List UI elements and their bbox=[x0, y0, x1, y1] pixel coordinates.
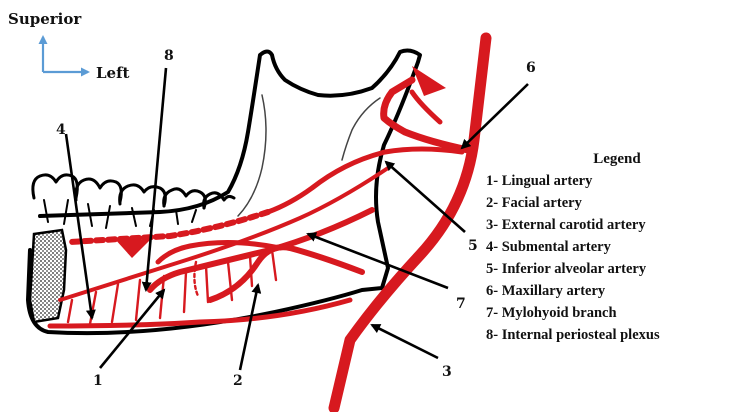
label-3: 3 bbox=[442, 364, 452, 380]
pointer-3 bbox=[372, 325, 438, 358]
legend-title: Legend bbox=[486, 148, 736, 170]
orientation-indicator: Superior Left bbox=[8, 10, 130, 82]
label-4: 4 bbox=[56, 122, 66, 138]
superior-label: Superior bbox=[8, 10, 82, 28]
mylohyoid-branch bbox=[60, 168, 388, 300]
arteries bbox=[50, 38, 486, 408]
legend-item-internal-periosteal-plexus: 8- Internal periosteal plexus bbox=[486, 324, 736, 346]
label-2: 2 bbox=[233, 373, 243, 389]
label-5: 5 bbox=[468, 238, 478, 254]
legend: Legend 1- Lingual artery 2- Facial arter… bbox=[486, 148, 736, 346]
mylohyoid-branch-arrowhead bbox=[114, 238, 150, 258]
label-1: 1 bbox=[93, 373, 103, 389]
left-label: Left bbox=[96, 64, 130, 82]
legend-item-lingual-artery: 1- Lingual artery bbox=[486, 170, 736, 192]
label-6: 6 bbox=[526, 60, 536, 76]
legend-item-maxillary-artery: 6- Maxillary artery bbox=[486, 280, 736, 302]
facial-artery bbox=[210, 247, 362, 300]
maxillary-artery-tip bbox=[412, 66, 446, 96]
label-7: 7 bbox=[456, 296, 466, 312]
maxillary-branch bbox=[412, 92, 440, 122]
legend-item-inferior-alveolar-artery: 5- Inferior alveolar artery bbox=[486, 258, 736, 280]
legend-item-submental-artery: 4- Submental artery bbox=[486, 236, 736, 258]
legend-item-mylohyoid-branch: 7- Mylohyoid branch bbox=[486, 302, 736, 324]
label-8: 8 bbox=[164, 48, 174, 64]
legend-item-facial-artery: 2- Facial artery bbox=[486, 192, 736, 214]
pointer-2 bbox=[240, 285, 258, 370]
cortical-section bbox=[30, 230, 66, 322]
legend-item-external-carotid-artery: 3- External carotid artery bbox=[486, 214, 736, 236]
pointer-4 bbox=[66, 134, 92, 318]
